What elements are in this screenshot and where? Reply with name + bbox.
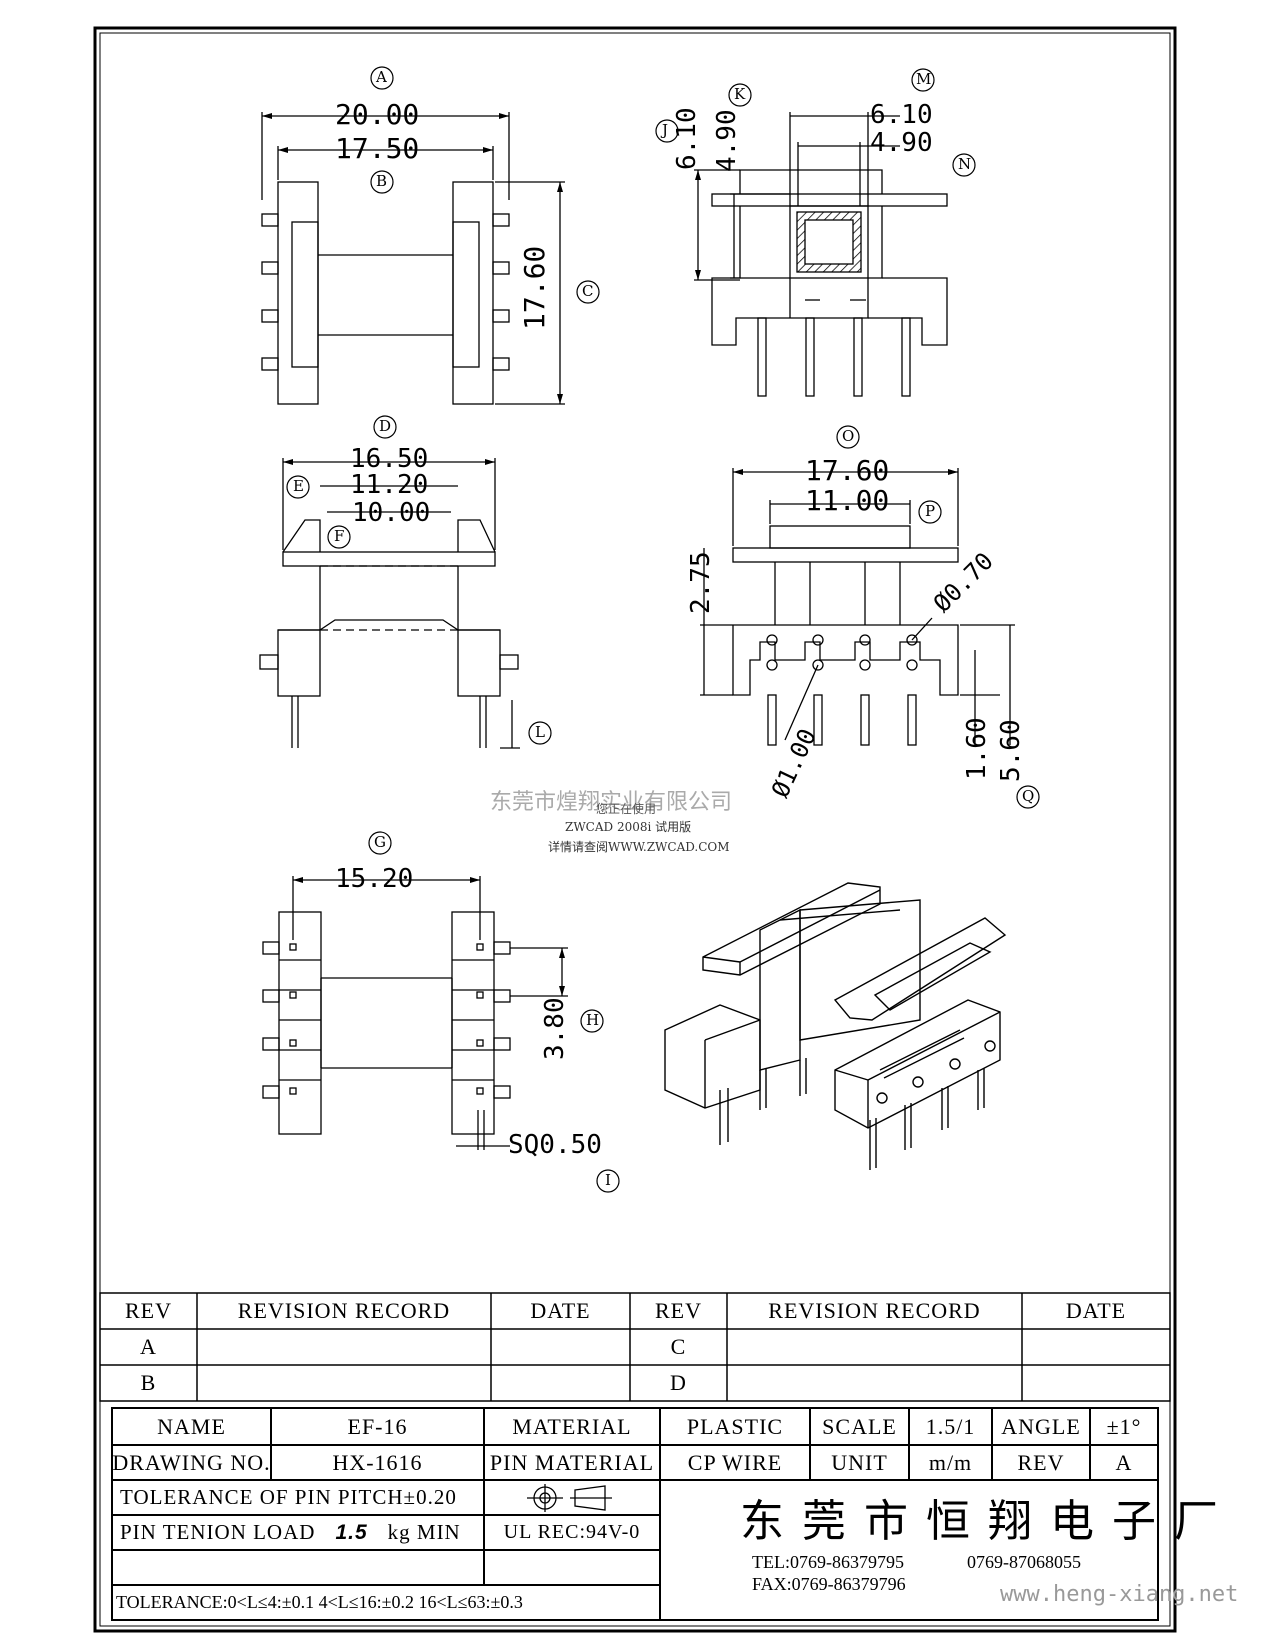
- dim-M: 6.10: [870, 100, 933, 130]
- dim-275: 2.75: [686, 551, 716, 614]
- material-value: PLASTIC: [686, 1413, 784, 1439]
- rev-value: A: [1115, 1449, 1133, 1475]
- dim-560: 5.60: [996, 719, 1026, 782]
- callout-circles: [286, 66, 1040, 1193]
- projection-symbol: [527, 1484, 612, 1512]
- view-top-left: [261, 112, 565, 405]
- scale-value: 1.5/1: [925, 1413, 976, 1439]
- view-mid-left: [259, 458, 520, 749]
- company-tel: TEL:0769-86379795: [752, 1552, 904, 1572]
- drawing-no-label: DRAWING NO.: [112, 1449, 271, 1475]
- rev-header-1: REV: [125, 1298, 172, 1323]
- rev-header-3: DATE: [530, 1298, 591, 1323]
- callout-G: G: [374, 833, 386, 851]
- dim-F: 10.00: [352, 498, 431, 528]
- rev-label: REV: [1017, 1449, 1065, 1475]
- dim-O: 17.60: [805, 454, 890, 487]
- dim-N: 4.90: [870, 128, 933, 158]
- drawing-no-value: HX-1616: [332, 1449, 423, 1475]
- dim-B: 17.50: [335, 132, 420, 165]
- outer-border: [93, 26, 1177, 1633]
- callout-Q: Q: [1022, 787, 1035, 805]
- rev-header-2: REVISION RECORD: [237, 1298, 451, 1323]
- view-bottom-left: [262, 876, 568, 1150]
- rev-row-a: A: [140, 1334, 157, 1359]
- callout-L: L: [535, 723, 545, 741]
- angle-label: ANGLE: [1001, 1413, 1081, 1439]
- watermark-line3: 详情请查阅WWW.ZWCAD.COM: [548, 840, 730, 854]
- callout-J: J: [662, 121, 669, 139]
- rev-row-d: D: [670, 1370, 687, 1395]
- company-fax: FAX:0769-86379796: [752, 1574, 906, 1594]
- scale-label: SCALE: [822, 1413, 897, 1439]
- callout-A: A: [376, 68, 387, 86]
- callout-O: O: [842, 427, 855, 445]
- dim-I: SQ0.50: [508, 1130, 602, 1160]
- callout-N: N: [958, 155, 972, 173]
- arrowheads: [262, 113, 958, 996]
- callout-H: H: [586, 1011, 600, 1029]
- rev-header-4: REV: [655, 1298, 702, 1323]
- dim-G: 15.20: [335, 864, 414, 894]
- callout-D: D: [379, 417, 392, 435]
- callout-C: C: [582, 282, 594, 300]
- rev-header-5: REVISION RECORD: [768, 1298, 981, 1323]
- dim-E: 11.20: [350, 470, 429, 500]
- material-label: MATERIAL: [512, 1413, 632, 1439]
- watermark-site: www.heng-xiang.net: [1000, 1582, 1239, 1607]
- pin-tension: PIN TENION LOAD 1.5 kg MIN: [112, 1515, 484, 1550]
- dim-K: 4.90: [712, 109, 742, 172]
- view-mid-right: [700, 468, 1015, 746]
- watermark-line1: 您正在使用: [596, 802, 657, 816]
- dim-C: 17.60: [518, 245, 551, 330]
- callout-I: I: [605, 1171, 611, 1189]
- callout-B: B: [376, 172, 388, 190]
- title-block-lines: [111, 1407, 1159, 1621]
- rev-row-b: B: [140, 1370, 157, 1395]
- inner-border: [99, 32, 1171, 1627]
- dim-P: 11.00: [805, 484, 890, 517]
- callout-F: F: [334, 527, 345, 545]
- name-label: NAME: [157, 1413, 226, 1439]
- watermark-line2: ZWCAD 2008i 试用版: [565, 820, 692, 834]
- general-tolerance: TOLERANCE:0<L≤4:±0.1 4<L≤16:±0.2 16<L≤63…: [116, 1592, 523, 1612]
- angle-value: ±1°: [1106, 1413, 1142, 1439]
- pin-material-value: CP WIRE: [687, 1449, 783, 1475]
- dim-J: 6.10: [672, 107, 702, 170]
- dim-160: 1.60: [962, 717, 992, 780]
- rev-header-6: DATE: [1065, 1298, 1127, 1323]
- company-tel2: 0769-87068055: [967, 1552, 1081, 1572]
- rev-row-c: C: [670, 1334, 687, 1359]
- view-isometric: [664, 882, 1007, 1170]
- callout-E: E: [293, 477, 304, 495]
- unit-value: m/m: [928, 1449, 973, 1475]
- dim-D: 16.50: [350, 444, 429, 474]
- pin-tension-value: 1.5: [335, 1520, 368, 1544]
- callout-M: M: [916, 70, 932, 88]
- dim-H: 3.80: [540, 997, 570, 1060]
- company-name: 东莞市恒翔电子厂: [740, 1496, 1236, 1547]
- watermark-company: 东莞市煌翔实业有限公司: [490, 790, 733, 815]
- dim-A: 20.00: [335, 98, 420, 131]
- pin-tension-label: PIN TENION LOAD: [120, 1520, 316, 1544]
- unit-label: UNIT: [831, 1449, 888, 1475]
- pitch-tolerance: TOLERANCE OF PIN PITCH±0.20: [120, 1485, 457, 1509]
- ul-rating: UL REC:94V-0: [503, 1521, 641, 1543]
- name-value: EF-16: [347, 1413, 408, 1439]
- revision-table-lines: [99, 1292, 1171, 1402]
- callout-P: P: [925, 502, 936, 520]
- callout-K: K: [734, 85, 746, 103]
- pin-material-label: PIN MATERIAL: [489, 1449, 655, 1475]
- pin-tension-unit: kg MIN: [387, 1520, 461, 1544]
- view-top-right: [694, 112, 948, 397]
